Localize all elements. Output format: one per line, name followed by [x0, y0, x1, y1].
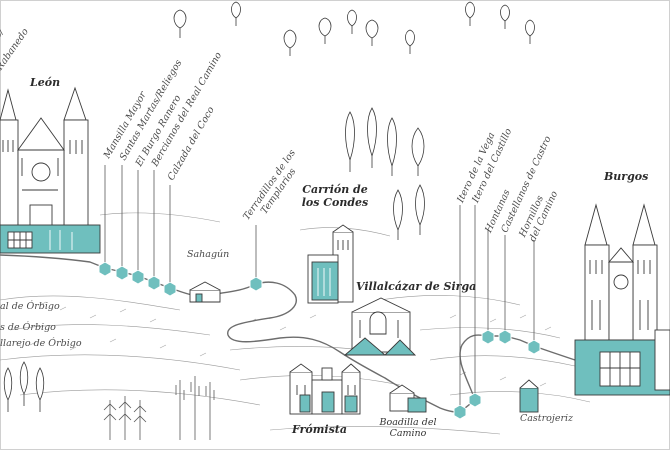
burgos-cathedral-icon [574, 203, 670, 396]
label-orbigo-1: al de Órbigo [0, 301, 60, 312]
boadilla-building-icon [389, 384, 427, 413]
villalcazar-church-icon [343, 297, 417, 356]
marker-bercianos [147, 275, 161, 291]
marker-calzada [163, 281, 177, 297]
marker-hornillos [527, 339, 541, 355]
label-orbigo-2: s de Órbigo [0, 322, 56, 333]
terrain-hatching [0, 212, 591, 435]
label-sahagun: Sahagún [187, 249, 230, 260]
label-burgos: Burgos [604, 170, 649, 183]
trees-poplar [3, 107, 425, 412]
label-castrojeriz: Castrojeriz [520, 413, 574, 424]
fromista-church-icon [289, 363, 361, 415]
marker-mansilla [98, 261, 112, 277]
marker-santas-martas [115, 265, 129, 281]
label-carrion: Carrión de los Condes [301, 183, 369, 209]
marker-el-burgo [131, 269, 145, 285]
terrain-ticks [29, 301, 552, 387]
marker-itero-castillo [468, 392, 482, 408]
carrion-church-icon [307, 224, 354, 304]
castrojeriz-building-icon [519, 379, 539, 413]
marker-hontanas [481, 329, 495, 345]
label-orbigo-3: llarejo de Órbigo [0, 338, 82, 349]
sahagun-building-icon [189, 281, 221, 303]
route-markers [98, 261, 541, 420]
leader-lines [104, 165, 535, 405]
marker-terradillos [249, 276, 263, 292]
label-leon: León [30, 76, 61, 89]
trees-top [173, 1, 535, 56]
label-fromista: Frómista [292, 423, 347, 436]
marker-itero-vega [453, 404, 467, 420]
leon-cathedral-icon [0, 86, 101, 254]
wheat-field [103, 376, 215, 440]
label-boadilla: Boadilla del Camino [379, 417, 437, 439]
marker-castellanos [498, 329, 512, 345]
label-villalcazar: Villalcázar de Sirga [356, 280, 477, 293]
